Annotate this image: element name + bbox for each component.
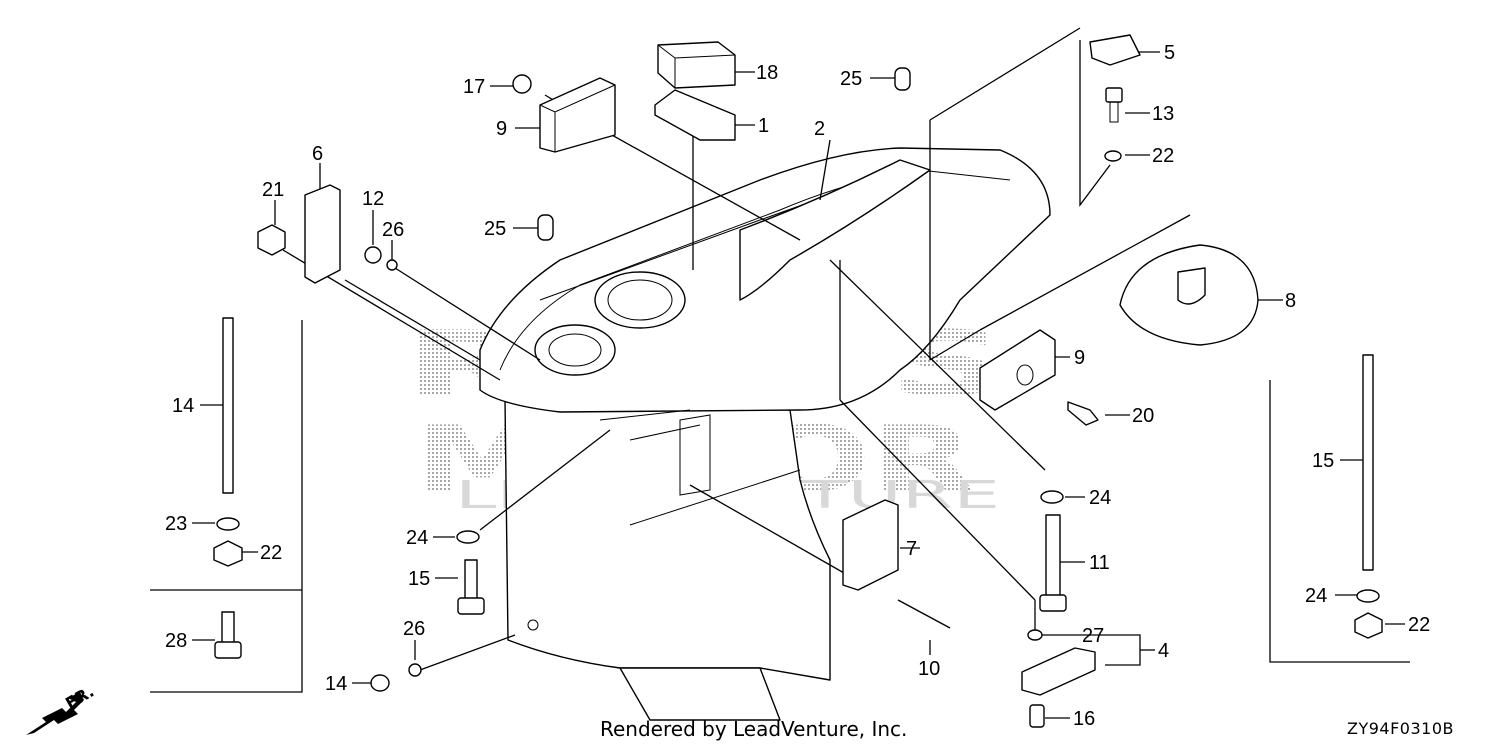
callout-6: 6 (312, 143, 323, 165)
callout-22-left: 22 (260, 542, 282, 564)
callout-5: 5 (1164, 42, 1175, 64)
callout-24-right: 24 (1089, 487, 1111, 509)
leader-lines (192, 27, 1405, 719)
callout-20: 20 (1132, 405, 1154, 427)
diagram-code: ZY94F0310B (1347, 719, 1454, 738)
callout-24-center: 24 (406, 527, 428, 549)
callout-10: 12 (362, 188, 384, 210)
callout-3: 18 (756, 62, 778, 84)
callout-16: 15 (1312, 450, 1334, 472)
direction-label: FR. (62, 682, 97, 713)
gear-case-housing (479, 147, 1051, 721)
callout-26-upper: 26 (382, 219, 404, 241)
callout-22-right: 22 (1408, 614, 1430, 636)
front-direction-arrow-icon: FR. (26, 682, 97, 735)
callout-19: 17 (463, 76, 485, 98)
callout-24-left: 23 (165, 513, 187, 535)
callout-18: 16 (1073, 708, 1095, 730)
credit-text: Rendered by LeadVenture, Inc. (600, 717, 908, 741)
callout-21: 21 (262, 179, 284, 201)
callout-24-far-right: 24 (1305, 585, 1327, 607)
callout-1: 1 (758, 115, 769, 137)
callout-13: 13 (1152, 103, 1174, 125)
callout-2: 2 (814, 118, 825, 140)
callout-8: 8 (1285, 290, 1296, 312)
callout-7: 7 (906, 538, 917, 560)
callout-9-upper: 9 (496, 118, 507, 140)
callout-25-mid: 25 (484, 218, 506, 240)
callout-labels: 18 1 2 25 25 17 9 5 13 22 8 9 20 24 11 2… (165, 42, 1430, 730)
callout-17: 14 (172, 395, 194, 417)
callout-25-top: 25 (840, 68, 862, 90)
callout-11: 10 (918, 658, 940, 680)
group-frames (150, 320, 1410, 693)
callout-26-lower: 26 (403, 618, 425, 640)
callout-12: 11 (1089, 552, 1110, 574)
callout-23: 22 (1152, 145, 1174, 167)
callout-9-lower: 9 (1074, 347, 1085, 369)
callout-4: 4 (1158, 640, 1169, 662)
small-parts (213, 34, 1383, 728)
callout-14: 14 (325, 673, 347, 695)
callout-27: 27 (1082, 625, 1104, 647)
callout-15: 15 (408, 568, 430, 590)
callout-28: 28 (165, 630, 187, 652)
